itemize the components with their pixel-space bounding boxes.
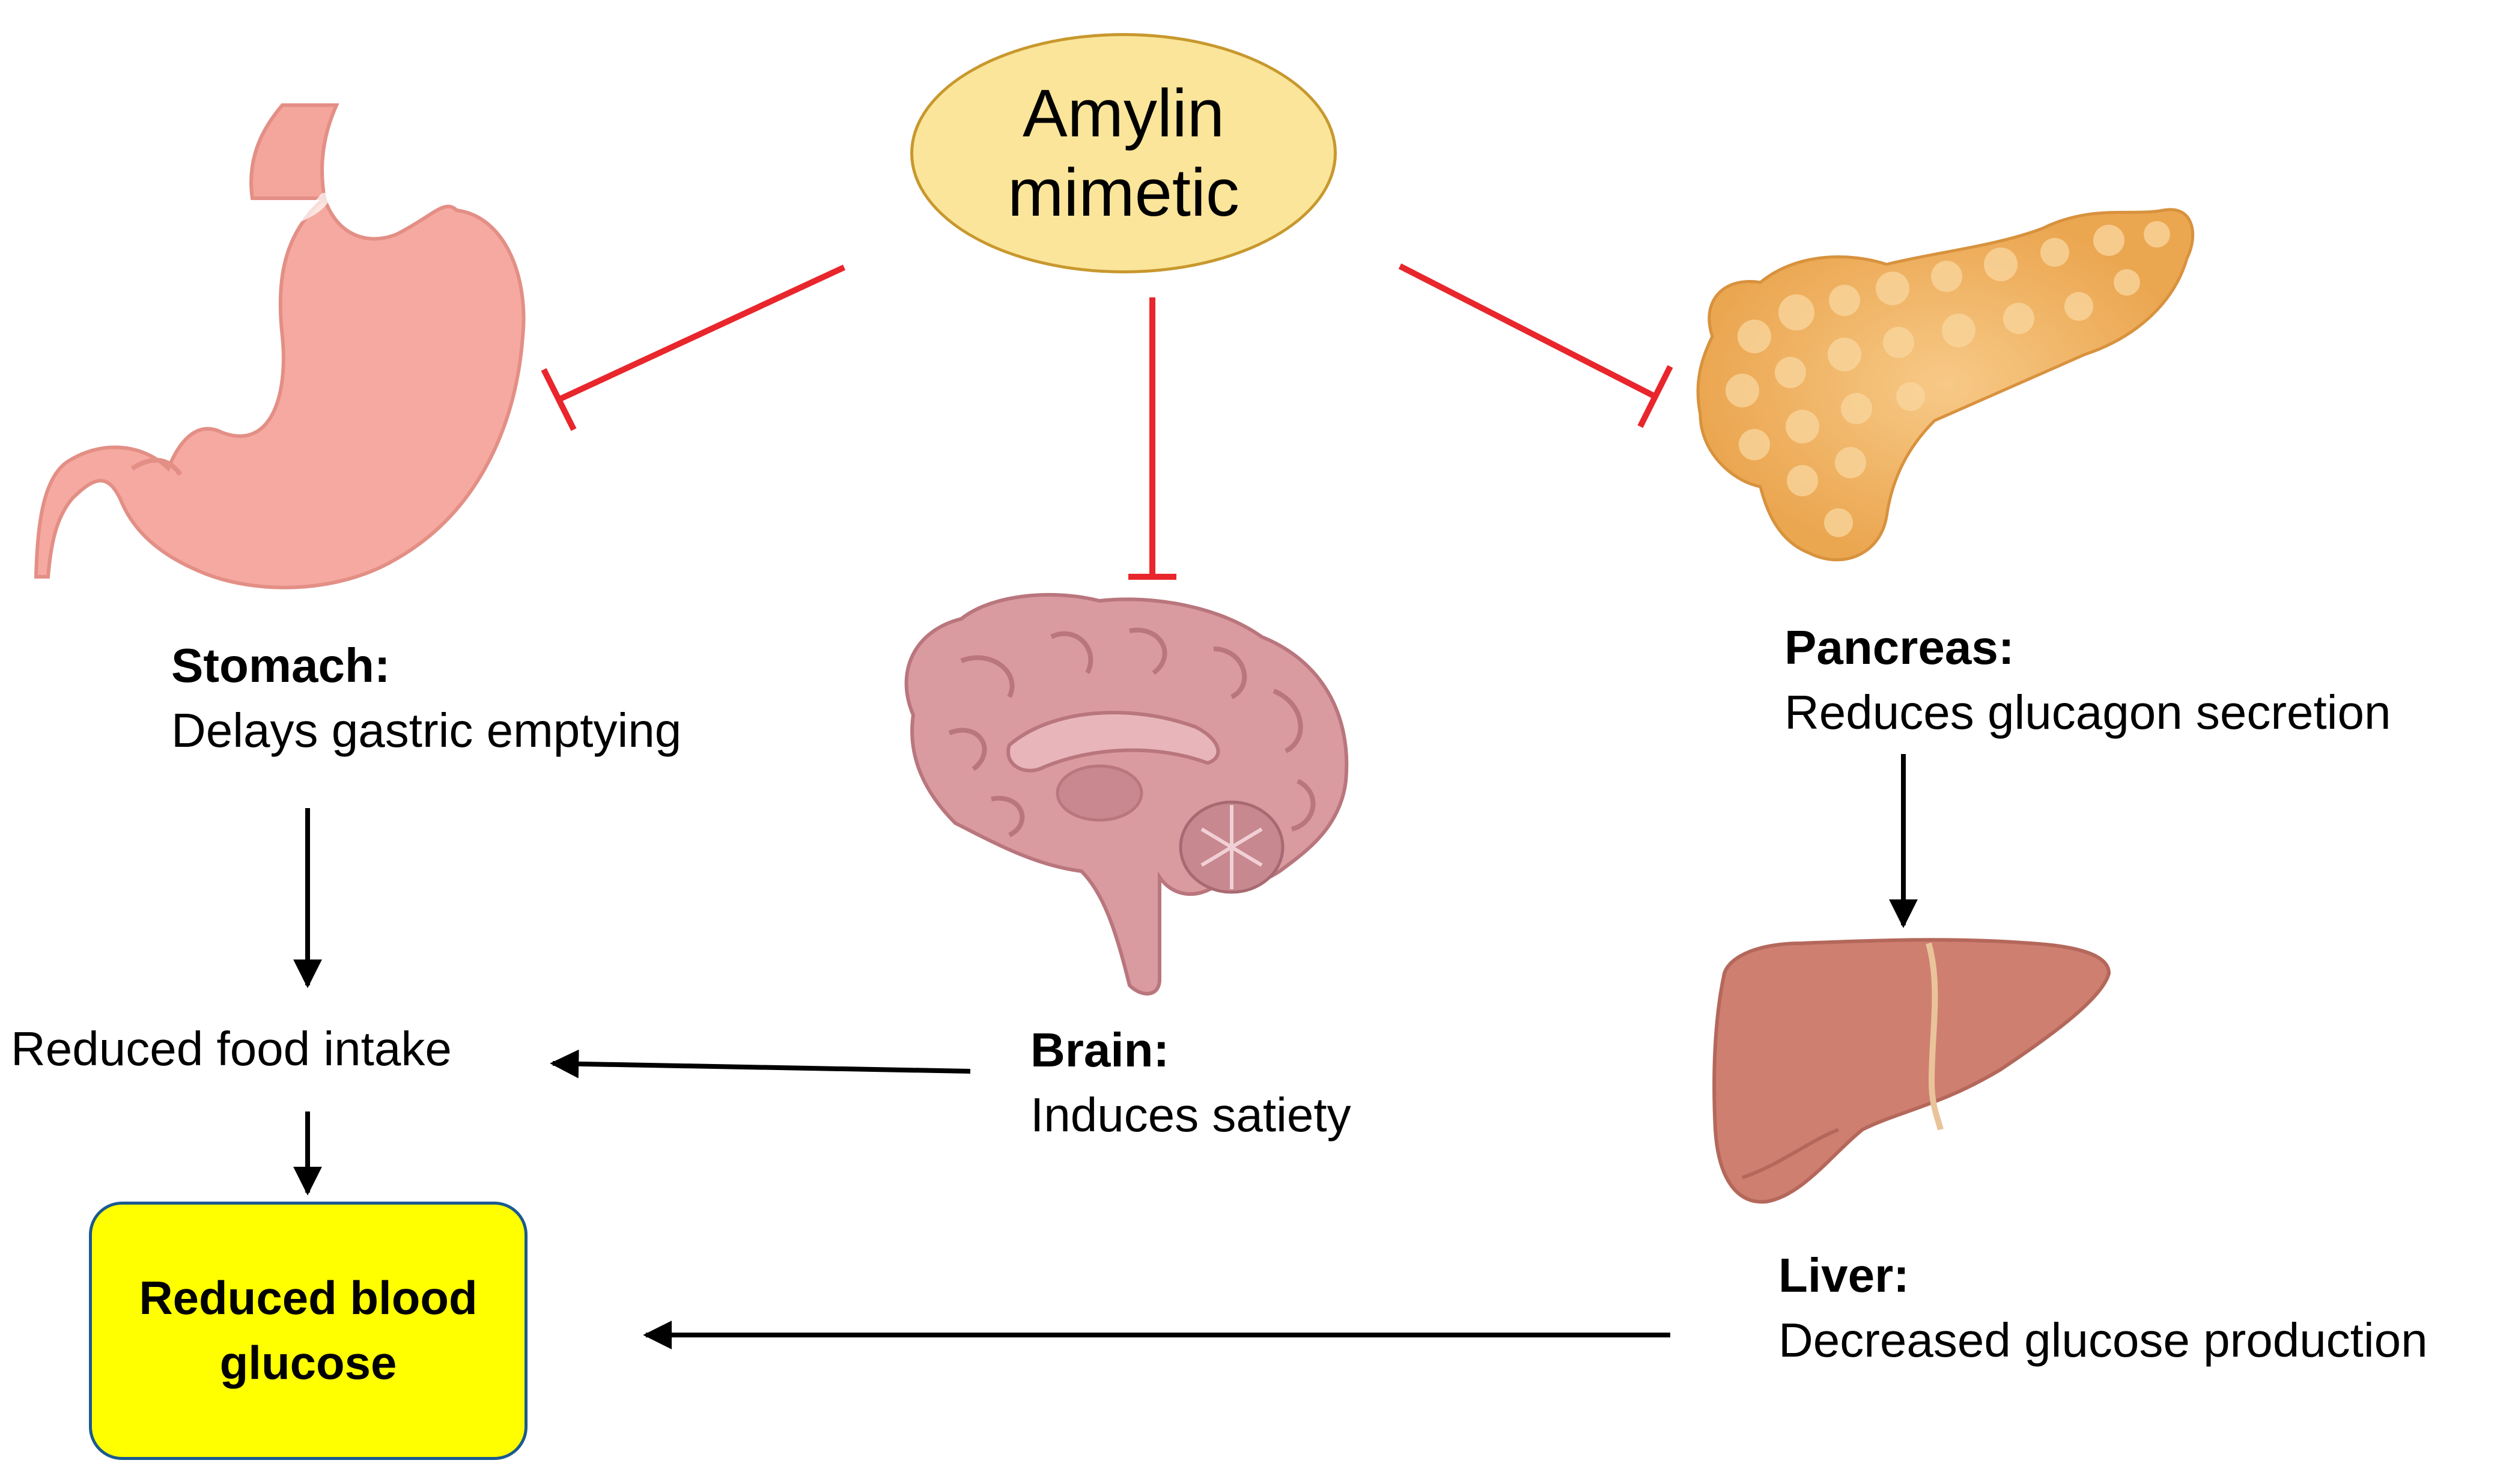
inhibition-bar-stomach [541, 368, 577, 431]
liver-title: Liver: [1778, 1248, 1909, 1302]
pancreas-title: Pancreas: [1784, 621, 2015, 674]
stomach-description: Delays gastric emptying [171, 704, 682, 757]
brain-title: Brain: [1030, 1023, 1170, 1077]
stomach-icon [34, 103, 526, 589]
result-label: Reduced blood glucose [139, 1271, 478, 1389]
pancreas-icon [1696, 208, 2195, 562]
pancreas-description: Reduces glucagon secretion [1784, 686, 2391, 739]
brain-icon [904, 593, 1349, 996]
inhibition-connectors [541, 263, 1673, 580]
effect-arrows [293, 754, 1918, 1349]
liver-description: Decreased glucose production [1778, 1313, 2428, 1367]
brain-description: Induces satiety [1030, 1088, 1351, 1142]
amylin-mimetic-node: Amylin mimetic [910, 33, 1337, 273]
food-intake-label: Reduced food intake [11, 1022, 452, 1075]
liver-icon [1712, 938, 2111, 1204]
inhibition-to-stomach [557, 264, 846, 403]
inhibition-bar-pancreas [1637, 365, 1673, 428]
inhibition-to-pancreas [1398, 263, 1657, 400]
stomach-title: Stomach: [171, 639, 391, 692]
amylin-mimetic-label: Amylin mimetic [1008, 75, 1239, 230]
result-node: Reduced blood glucose [89, 1202, 528, 1460]
arrow-brain-to-food-intake [550, 1049, 971, 1078]
